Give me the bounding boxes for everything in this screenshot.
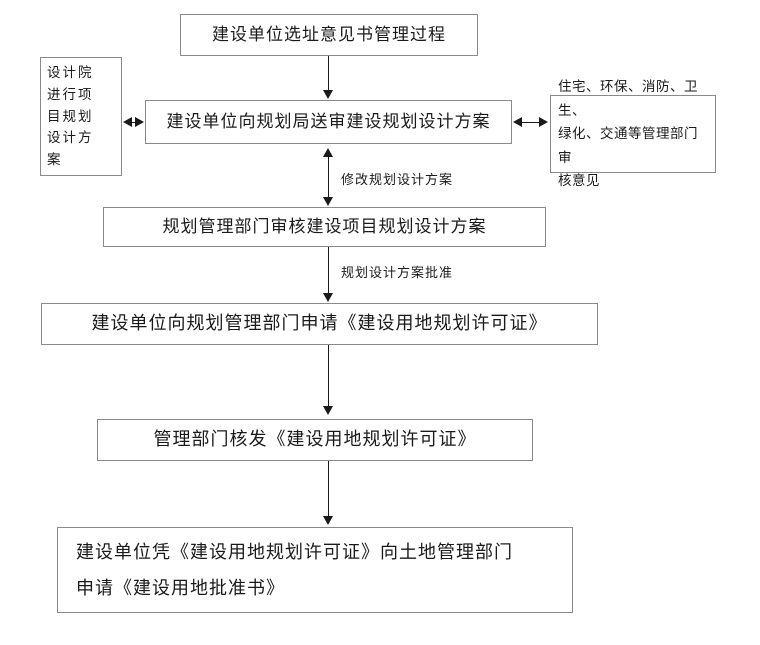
arrowhead-up-revise-plan (323, 148, 333, 157)
node-title-process-label: 建设单位选址意见书管理过程 (212, 24, 446, 44)
node-land-approval-line-1: 建设单位凭《建设用地规划许可证》向土地管理部门 (76, 542, 513, 562)
arrowhead-title-to-submit (323, 90, 333, 99)
node-design-institute-line-2: 进行项 (47, 86, 94, 102)
node-planning-review: 规划管理部门审核建设项目规划设计方案 (103, 207, 546, 247)
node-design-institute-line-4: 设计方 (47, 130, 94, 146)
connector-submit-to-review-opinions (520, 122, 542, 123)
node-land-approval-line-2: 申请《建设用地批准书》 (76, 578, 285, 598)
node-title-process: 建设单位选址意见书管理过程 (180, 14, 478, 56)
edge-label-plan-approved: 规划设计方案批准 (341, 265, 454, 280)
node-review-opinions: 住宅、环保、消防、卫生、 绿化、交通等管理部门审 核意见 (550, 79, 716, 188)
node-design-institute: 设计院 进行项 目规划 设计方 案 (40, 57, 122, 176)
arrowhead-right-review-opinions (539, 116, 548, 127)
arrowhead-issue-permit-to-land-approval (323, 516, 333, 525)
node-apply-permit: 建设单位向规划管理部门申请《建设用地规划许可证》 (41, 303, 598, 345)
arrowhead-left-review-opinions (513, 116, 522, 127)
connector-issue-permit-to-land-approval (328, 461, 329, 517)
node-review-opinions-line-2: 绿化、交通等管理部门审 (558, 126, 698, 165)
node-submit-plan-label: 建设单位向规划局送审建设规划设计方案 (166, 111, 491, 131)
connector-apply-to-issue-permit (328, 345, 329, 407)
arrowhead-left-design-institute (123, 116, 132, 127)
node-design-institute-line-3: 目规划 (47, 108, 94, 124)
node-issue-permit-label: 管理部门核发《建设用地规划许可证》 (153, 429, 477, 450)
arrowhead-apply-to-issue-permit (323, 406, 333, 415)
node-submit-plan: 建设单位向规划局送审建设规划设计方案 (145, 100, 512, 144)
node-review-opinions-line-3: 核意见 (558, 173, 600, 189)
arrowhead-planning-review-to-apply-permit (323, 293, 333, 302)
edge-label-revise-plan: 修改规划设计方案 (341, 172, 454, 187)
connector-planning-review-to-apply-permit (328, 247, 329, 294)
node-planning-review-label: 规划管理部门审核建设项目规划设计方案 (162, 216, 487, 236)
arrowhead-down-revise-plan (323, 197, 333, 206)
node-apply-permit-label: 建设单位向规划管理部门申请《建设用地规划许可证》 (91, 313, 548, 334)
node-issue-permit: 管理部门核发《建设用地规划许可证》 (97, 419, 533, 461)
connector-submit-to-planning-review (328, 156, 329, 198)
node-design-institute-line-5: 案 (47, 152, 63, 168)
node-review-opinions-line-1: 住宅、环保、消防、卫生、 (558, 78, 698, 118)
arrowhead-right-design-institute (135, 116, 144, 127)
node-land-approval: 建设单位凭《建设用地规划许可证》向土地管理部门 申请《建设用地批准书》 (57, 527, 573, 613)
connector-title-to-submit (328, 56, 329, 91)
node-design-institute-line-1: 设计院 (47, 64, 94, 80)
